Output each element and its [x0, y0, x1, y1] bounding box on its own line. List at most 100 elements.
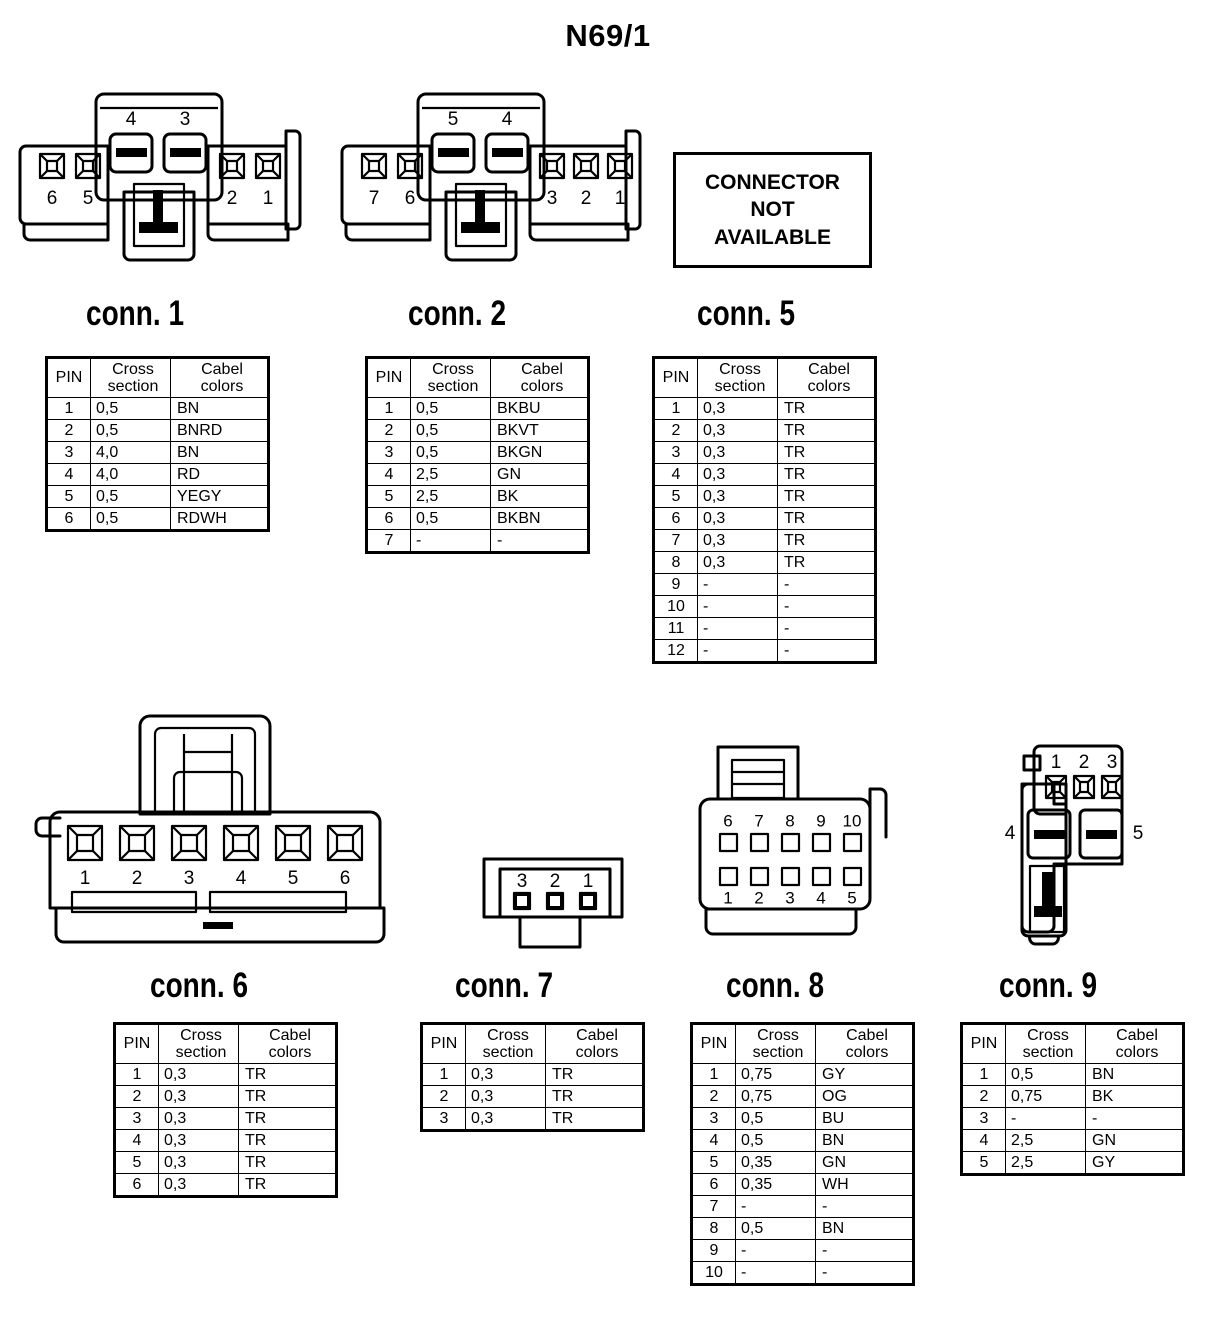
pin-number-6: 6: [47, 188, 58, 209]
cell-pin: 4: [691, 1129, 736, 1152]
cell-cabel-colors: RDWH: [170, 507, 269, 531]
cell-cabel-colors: -: [777, 617, 876, 640]
caption-conn7: conn. 7: [455, 966, 554, 1005]
cell-cabel-colors: TR: [777, 485, 876, 508]
pin-number-3: 3: [785, 888, 794, 907]
cell-pin: 5: [691, 1151, 736, 1174]
cell-pin: 1: [961, 1063, 1006, 1086]
cell-cabel-colors: BKVT: [490, 419, 589, 442]
connector-drawing-conn8: 6 7 8 9 10 1 2 3 4 5: [692, 742, 907, 957]
cell-cross-section: 2,5: [410, 485, 491, 508]
pin-number-2: 2: [1079, 752, 1090, 773]
cell-pin: 4: [961, 1129, 1006, 1152]
cell-cabel-colors: TR: [777, 507, 876, 530]
cell-cross-section: 0,35: [735, 1151, 816, 1174]
table-row: 3--: [961, 1107, 1184, 1130]
cell-cross-section: 0,75: [735, 1085, 816, 1108]
cell-cross-section: 0,5: [90, 485, 171, 508]
cell-cross-section: -: [410, 529, 491, 553]
cell-cabel-colors: -: [490, 529, 589, 553]
cell-pin: 8: [691, 1217, 736, 1240]
notice-line-2: NOT: [750, 198, 795, 222]
cell-pin: 7: [691, 1195, 736, 1218]
cell-cross-section: 0,3: [465, 1085, 546, 1108]
cell-cabel-colors: TR: [238, 1129, 337, 1152]
cell-cross-section: 0,3: [158, 1129, 239, 1152]
cell-cabel-colors: BN: [1085, 1063, 1184, 1086]
cell-pin: 1: [421, 1063, 466, 1086]
caption-conn6: conn. 6: [150, 966, 249, 1005]
pin-number-4: 4: [502, 109, 513, 130]
page-title: N69/1: [565, 18, 651, 53]
cell-pin: 1: [114, 1063, 159, 1086]
cell-pin: 3: [46, 441, 91, 464]
cell-cabel-colors: BK: [1085, 1085, 1184, 1108]
cell-cabel-colors: BK: [490, 485, 589, 508]
cell-cabel-colors: RD: [170, 463, 269, 486]
cell-pin: 7: [653, 529, 698, 552]
cell-pin: 6: [691, 1173, 736, 1196]
pin-number-7: 7: [369, 188, 380, 209]
socket-glyph-group: [360, 152, 634, 180]
cell-pin: 12: [653, 639, 698, 663]
cell-cross-section: 0,3: [465, 1107, 546, 1131]
cell-cabel-colors: -: [815, 1239, 914, 1262]
cell-cross-section: 4,0: [90, 441, 171, 464]
pin-number-6: 6: [340, 868, 351, 889]
cell-cabel-colors: TR: [238, 1107, 337, 1130]
cell-cabel-colors: GN: [490, 463, 589, 486]
cell-cabel-colors: TR: [777, 529, 876, 552]
cell-cross-section: 2,5: [1005, 1129, 1086, 1152]
cell-pin: 4: [46, 463, 91, 486]
cell-cabel-colors: -: [1085, 1107, 1184, 1130]
cell-cabel-colors: TR: [238, 1173, 337, 1197]
pin-number-7: 7: [754, 811, 763, 830]
pin-number-3: 3: [184, 868, 195, 889]
cell-cross-section: -: [1005, 1107, 1086, 1130]
connector-drawing-conn6: 1 2 3 4 5 6: [30, 706, 410, 956]
cell-pin: 4: [653, 463, 698, 486]
cell-pin: 8: [653, 551, 698, 574]
cell-cross-section: 4,0: [90, 463, 171, 486]
cell-cabel-colors: TR: [238, 1085, 337, 1108]
cell-cross-section: 2,5: [1005, 1151, 1086, 1175]
pin-number-5: 5: [847, 888, 856, 907]
cell-cabel-colors: BN: [170, 397, 269, 420]
cell-cross-section: -: [735, 1261, 816, 1285]
cell-cross-section: -: [697, 617, 778, 640]
cell-cabel-colors: -: [777, 595, 876, 618]
cell-cabel-colors: TR: [777, 551, 876, 574]
notice-line-1: CONNECTOR: [705, 171, 840, 195]
cell-pin: 2: [961, 1085, 1006, 1108]
cell-pin: 5: [366, 485, 411, 508]
header-pin: PIN: [653, 357, 698, 398]
cell-cabel-colors: TR: [777, 463, 876, 486]
